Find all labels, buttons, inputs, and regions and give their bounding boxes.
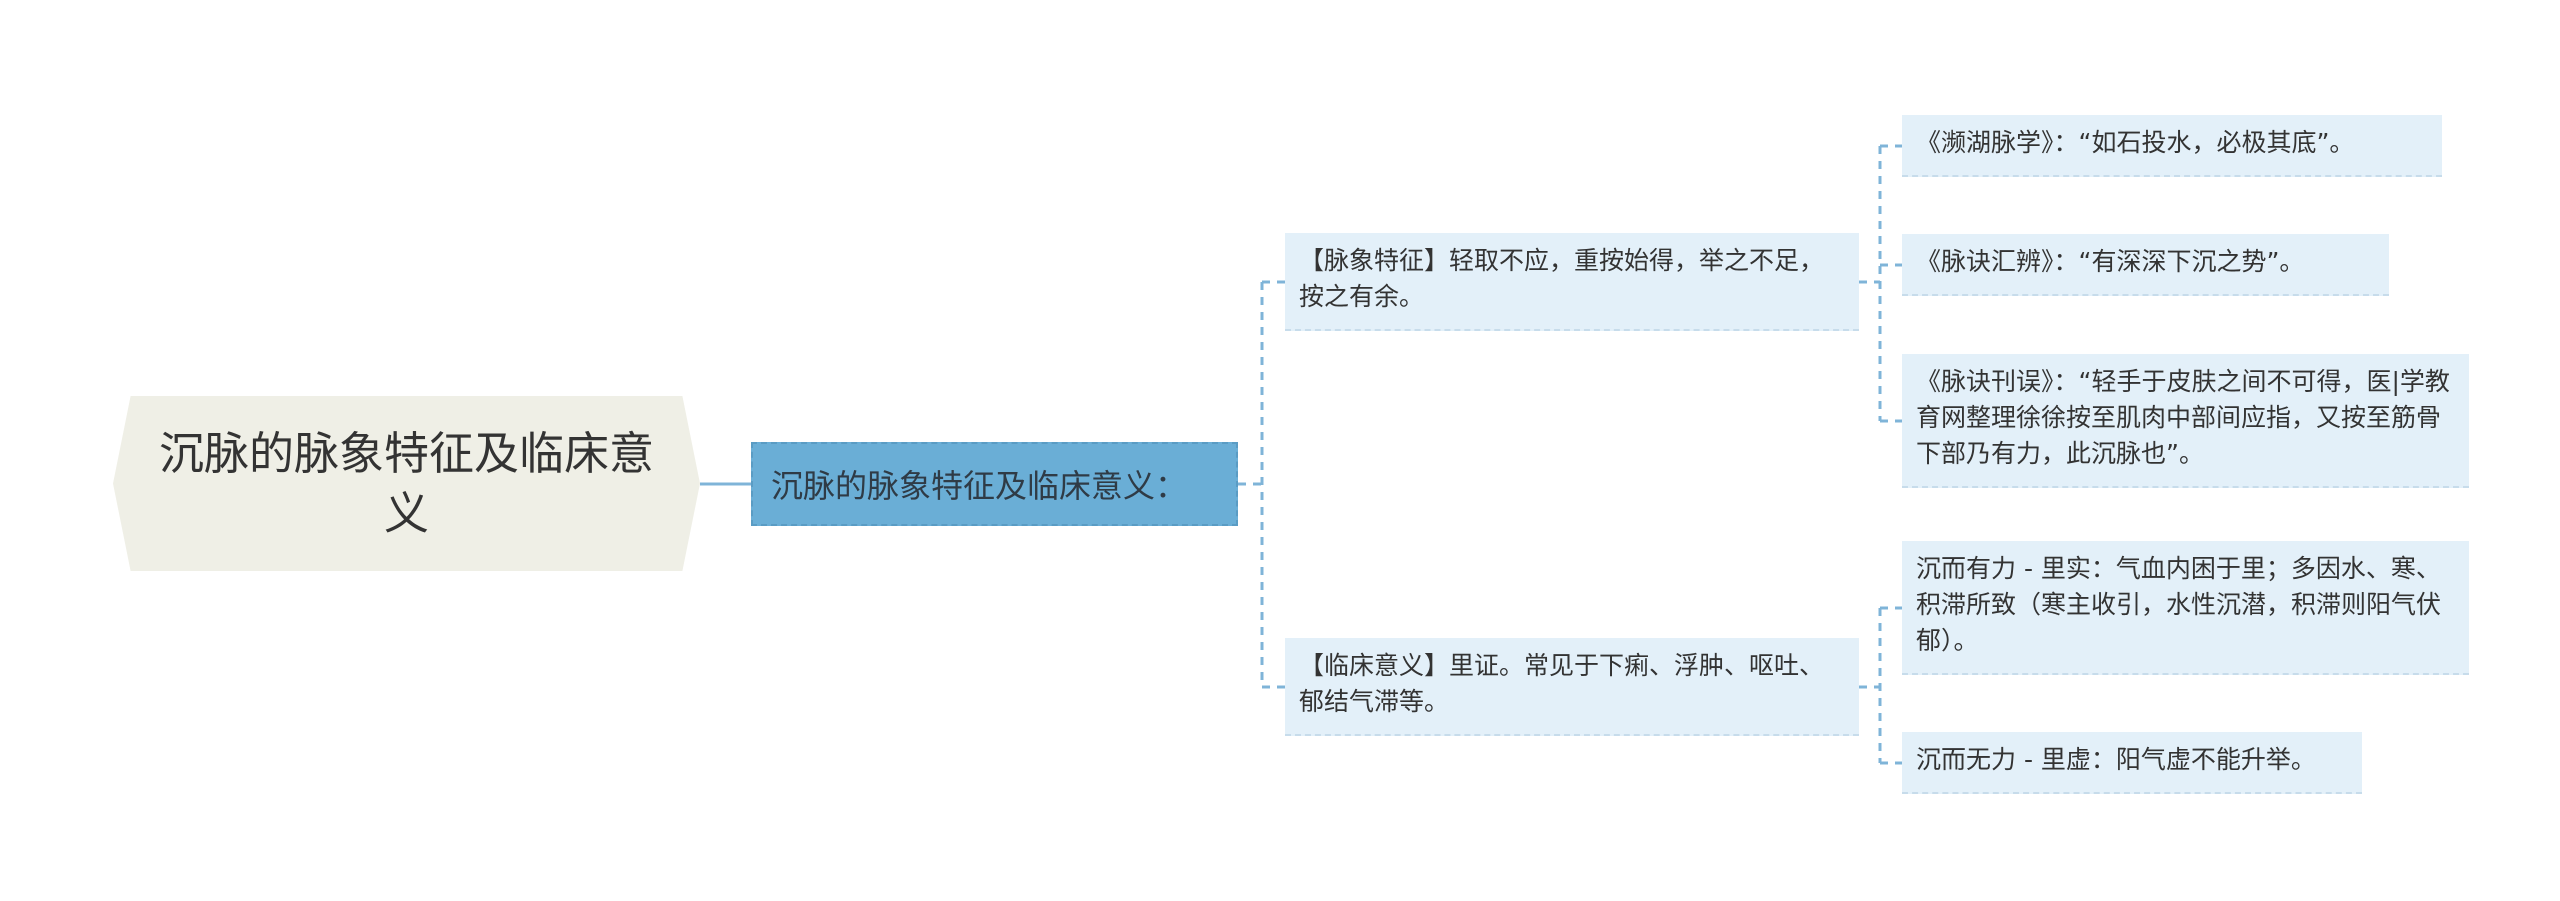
subtopic-chen-youli[interactable]: 沉而有力 - 里实：气血内困于里；多因水、寒、积滞所致（寒主收引，水性沉潜，积滞… <box>1902 541 2469 675</box>
connector-clinical-children <box>1859 606 1902 765</box>
main-topic[interactable]: 沉脉的脉象特征及临床意义： <box>751 442 1238 526</box>
subtopic-label: 《濒湖脉学》：“如石投水，必极其底”。 <box>1916 128 2355 157</box>
subtopic-maijue-kanwu[interactable]: 《脉诀刊误》：“轻手于皮肤之间不可得，医|学教育网整理徐徐按至肌肉中部间应指，又… <box>1902 354 2469 488</box>
subtopic-chen-wuli[interactable]: 沉而无力 - 里虚：阳气虚不能升举。 <box>1902 732 2362 794</box>
subtopic-label: 沉而有力 - 里实：气血内困于里；多因水、寒、积滞所致（寒主收引，水性沉潜，积滞… <box>1916 554 2442 655</box>
subtopic-label: 《脉诀汇辨》：“有深深下沉之势”。 <box>1916 247 2305 276</box>
topic-pulse-feature-label: 【脉象特征】轻取不应，重按始得，举之不足，按之有余。 <box>1299 246 1825 311</box>
subtopic-maijue-huibian[interactable]: 《脉诀汇辨》：“有深深下沉之势”。 <box>1902 234 2389 296</box>
subtopic-label: 《脉诀刊误》：“轻手于皮肤之间不可得，医|学教育网整理徐徐按至肌肉中部间应指，又… <box>1916 367 2450 468</box>
root-topic[interactable]: 沉脉的脉象特征及临床意义 <box>113 396 700 571</box>
connector-level1-branches <box>1238 280 1285 689</box>
topic-clinical-significance-label: 【临床意义】里证。常见于下痢、浮肿、呕吐、郁结气滞等。 <box>1299 651 1825 716</box>
subtopic-binhu-maixue[interactable]: 《濒湖脉学》：“如石投水，必极其底”。 <box>1902 115 2442 177</box>
main-topic-label: 沉脉的脉象特征及临床意义： <box>771 467 1188 505</box>
subtopic-label: 沉而无力 - 里虚：阳气虚不能升举。 <box>1916 745 2316 774</box>
connector-feature-children <box>1859 144 1902 423</box>
root-topic-label: 沉脉的脉象特征及临床意义 <box>158 426 654 540</box>
topic-clinical-significance[interactable]: 【临床意义】里证。常见于下痢、浮肿、呕吐、郁结气滞等。 <box>1285 638 1859 736</box>
topic-pulse-feature[interactable]: 【脉象特征】轻取不应，重按始得，举之不足，按之有余。 <box>1285 233 1859 331</box>
